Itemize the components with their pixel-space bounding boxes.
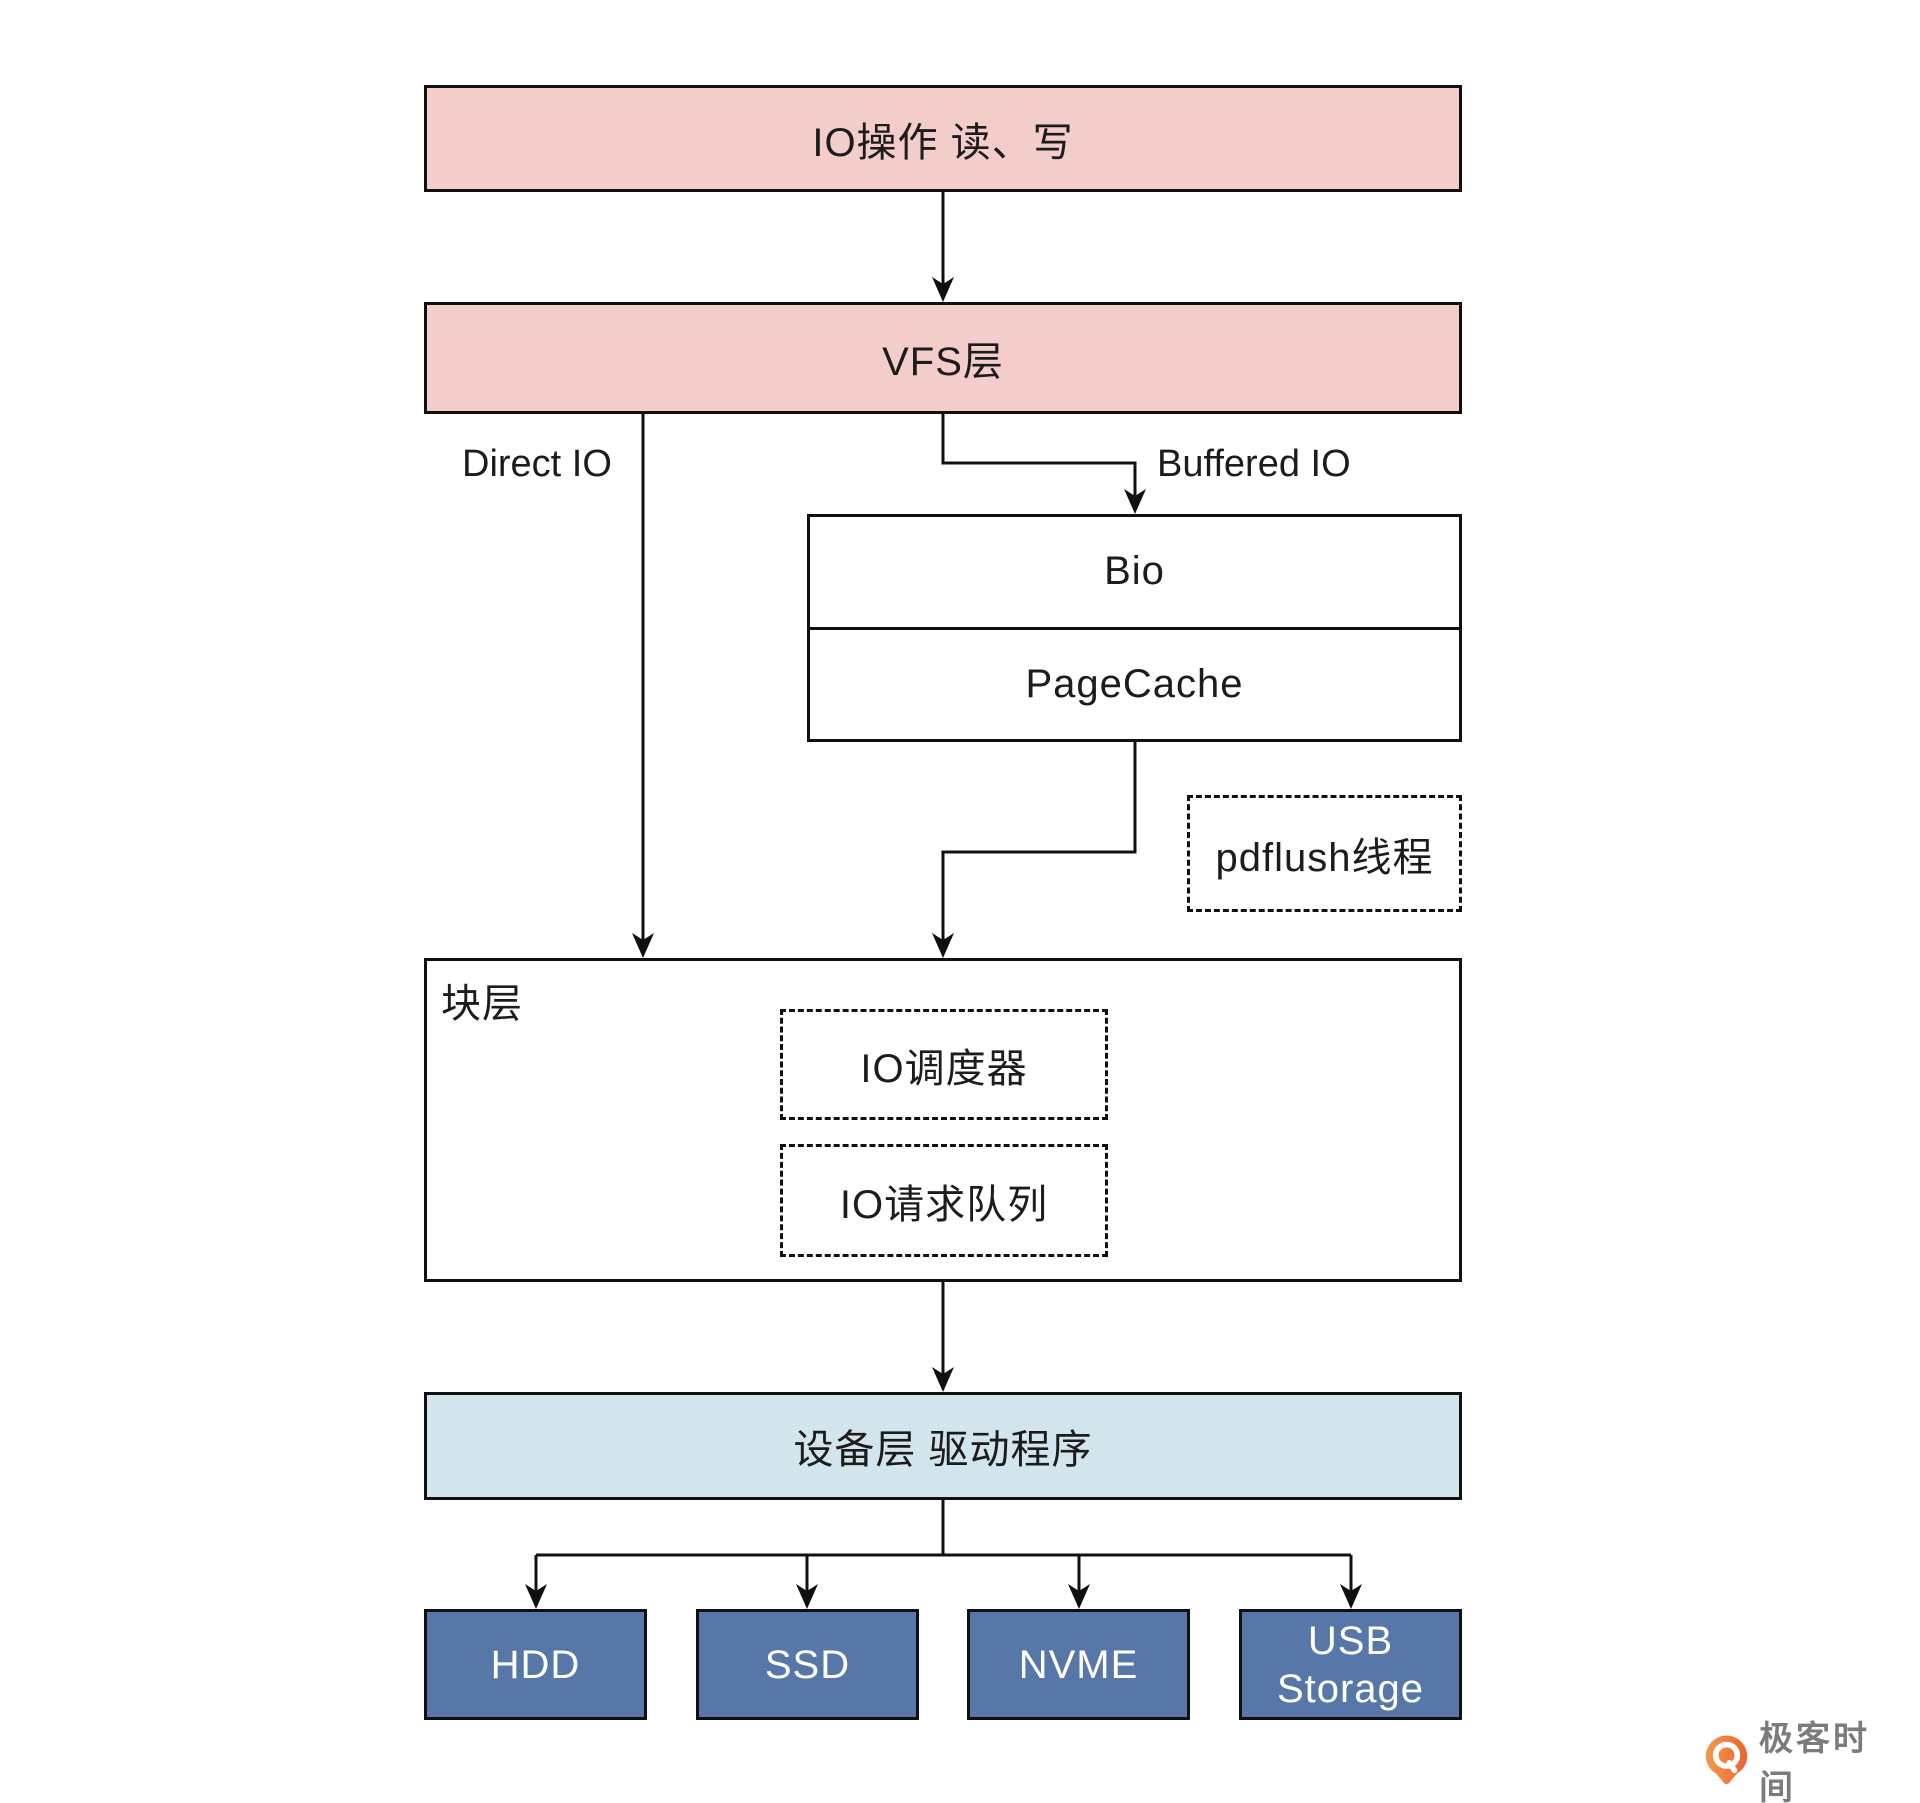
block-layer-label: 块层 xyxy=(441,982,523,1026)
arrow-pagecache-to-block-head xyxy=(932,933,954,958)
arrow-hdd-head xyxy=(525,1584,547,1609)
pin-q-tail xyxy=(1726,1760,1738,1774)
ssd-box: SSD xyxy=(696,1609,919,1720)
brand-logo: 极客时间 xyxy=(1704,1720,1904,1803)
arrow-buffered-io-head xyxy=(1124,489,1146,514)
io-request-queue-box: IO请求队列 xyxy=(780,1144,1108,1257)
brand-text: 极客时间 xyxy=(1759,1720,1871,1803)
direct-io-label: Direct IO xyxy=(462,443,612,485)
buffered-io-label: Buffered IO xyxy=(1157,443,1351,485)
arrow-buffered-io-line xyxy=(941,414,1137,498)
arrow-pagecache-to-block-line xyxy=(941,742,1137,942)
hdd-box: HDD xyxy=(424,1609,647,1720)
io-operations-box: IO操作 读、写 xyxy=(424,85,1462,192)
device-layer-box: 设备层 驱动程序 xyxy=(424,1392,1462,1500)
arrow-io-to-vfs-head xyxy=(932,277,954,302)
arrow-ssd-head xyxy=(796,1584,818,1609)
usb-storage-box: USB Storage xyxy=(1239,1609,1462,1720)
bio-row: Bio xyxy=(1104,549,1165,594)
arrow-block-to-device-head xyxy=(932,1367,954,1392)
geektime-pin-icon xyxy=(1705,1735,1748,1785)
arrow-usb-head xyxy=(1340,1584,1362,1609)
pdflush-thread-box: pdflush线程 xyxy=(1187,795,1462,912)
io-scheduler-box: IO调度器 xyxy=(780,1009,1108,1120)
arrow-nvme-head xyxy=(1068,1584,1090,1609)
pagecache-row: PageCache xyxy=(810,626,1459,740)
nvme-box: NVME xyxy=(967,1609,1190,1720)
vfs-layer-box: VFS层 xyxy=(424,302,1462,414)
pin-ring xyxy=(1712,1741,1741,1769)
arrow-direct-io-head xyxy=(632,933,654,958)
bio-pagecache-box: Bio PageCache xyxy=(807,514,1462,742)
